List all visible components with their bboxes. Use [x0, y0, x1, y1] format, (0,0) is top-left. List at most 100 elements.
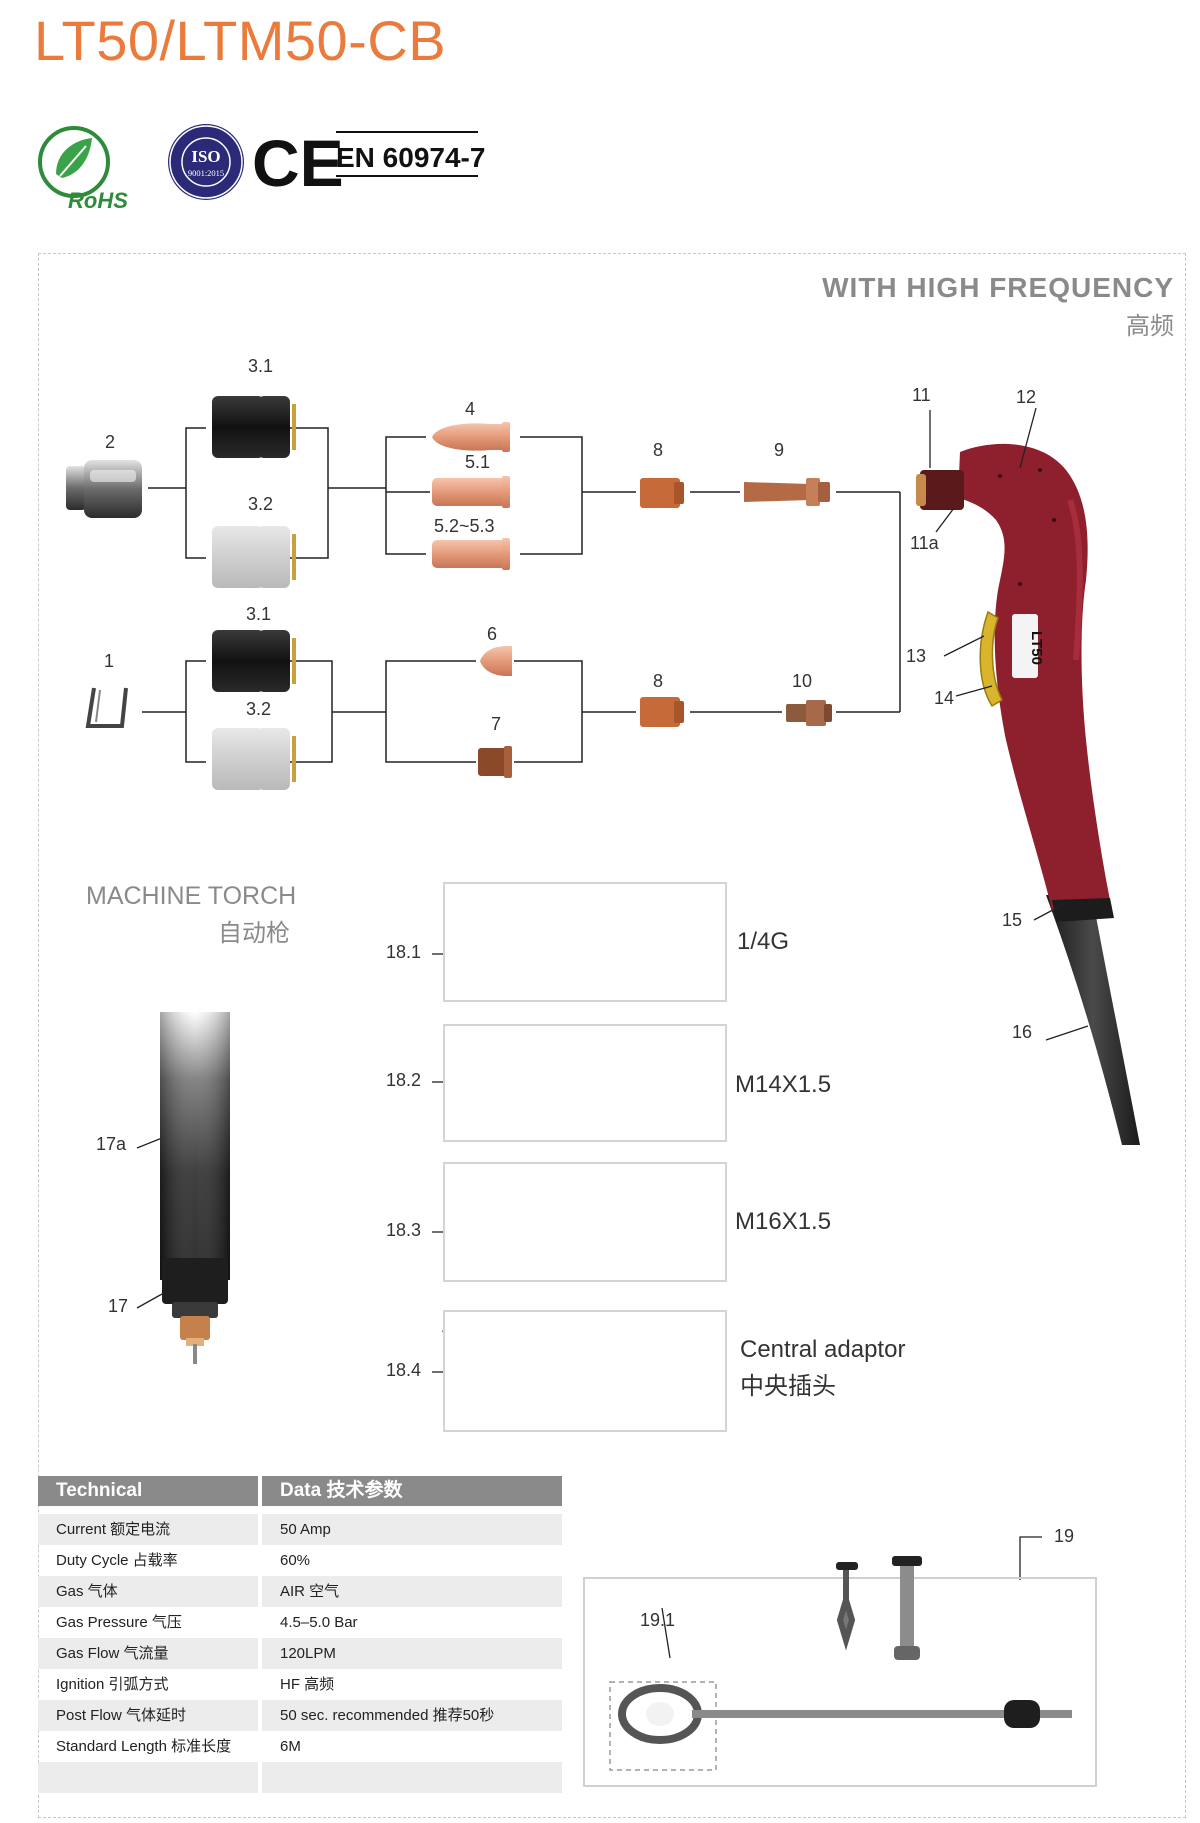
spec-value: 4.5–5.0 Bar	[280, 1614, 358, 1631]
spec-value: 50 sec. recommended 推荐50秒	[262, 1700, 562, 1731]
technical-header-right: Data 技术参数	[262, 1476, 562, 1506]
ce-mark: CE	[252, 126, 344, 200]
rohs-logo: RoHS	[38, 126, 128, 212]
part-5-1-tip	[432, 476, 510, 508]
label-part-8-lower: 8	[653, 671, 664, 691]
table-row	[38, 1762, 562, 1793]
connector-18-4-label-cn: 中央插头	[740, 1373, 836, 1400]
technical-table-header: Technical Data 技术参数	[38, 1476, 562, 1506]
part-4-tip	[432, 422, 510, 452]
table-row: Ignition 引弧方式 HF 高频	[38, 1669, 562, 1700]
machine-torch	[160, 1012, 230, 1364]
connector-18-1-code: 18.1	[386, 942, 422, 962]
label-part-3-2-upper: 3.2	[248, 494, 274, 514]
label-part-12: 12	[1016, 387, 1037, 407]
machine-torch-heading-cn: 自动枪	[218, 920, 290, 947]
part-3-2-ceramic-cup-upper	[212, 526, 296, 588]
part-3-1-retaining-cup-upper	[212, 396, 296, 458]
part-10-electrode	[786, 700, 832, 726]
label-part-3-2-lower: 3.2	[246, 699, 272, 719]
en-standard-text: EN 60974-7	[336, 142, 485, 173]
label-part-19: 19	[1054, 1526, 1075, 1546]
ce-text: CE	[252, 126, 344, 200]
label-part-16: 16	[1012, 1022, 1033, 1042]
technical-header-left: Technical	[38, 1476, 258, 1506]
table-row: Gas Pressure 气压 4.5–5.0 Bar	[38, 1607, 562, 1638]
connector-18-2-code: 18.2	[386, 1070, 422, 1090]
lower-bracket-lines	[142, 660, 900, 763]
rohs-text: RoHS	[68, 188, 128, 212]
part-8-swirl-ring-lower	[640, 697, 684, 727]
label-part-17: 17	[108, 1296, 129, 1316]
connector-18-4-code: 18.4	[386, 1360, 422, 1380]
hand-torch-lt50: LT50	[916, 443, 1140, 1145]
product-panel	[38, 253, 1186, 1818]
part-1-spacer-clip	[85, 687, 128, 728]
part-3-2-ceramic-cup-lower	[212, 728, 296, 790]
spec-name: Current 额定电流	[38, 1514, 258, 1545]
label-part-19-1: 19.1	[640, 1610, 676, 1630]
part-3-1-retaining-cup-lower	[212, 630, 296, 692]
label-part-6: 6	[487, 624, 498, 644]
table-row: Gas Flow 气流量 120LPM	[38, 1638, 562, 1669]
connector-18-2-box	[443, 1024, 727, 1142]
table-row: Standard Length 标准长度 6M	[38, 1731, 562, 1762]
connector-18-3-box	[443, 1162, 727, 1282]
connector-18-2-label: M14X1.5	[735, 1071, 832, 1098]
label-part-8-upper: 8	[653, 440, 664, 460]
technical-data-table: Technical Data 技术参数 Current 额定电流 50 Amp …	[38, 1476, 562, 1793]
part-19-circle-cutting-guide	[583, 1556, 1097, 1787]
spec-value: 60%	[280, 1552, 311, 1569]
label-part-3-1-upper: 3.1	[248, 356, 274, 376]
torch-brand-label: LT50	[1028, 631, 1045, 665]
spec-value	[262, 1762, 562, 1793]
spec-value: 50 Amp	[262, 1514, 562, 1545]
connector-18-3-label: M16X1.5	[735, 1208, 832, 1235]
part-2-shield-cap	[66, 460, 142, 518]
label-part-1: 1	[104, 651, 115, 671]
label-part-9: 9	[774, 440, 785, 460]
en-standard: EN 60974-7	[336, 131, 485, 177]
spec-name: Post Flow 气体延时	[38, 1700, 258, 1731]
spec-value: 6M	[280, 1738, 301, 1755]
label-part-10: 10	[792, 671, 813, 691]
part-8-swirl-ring-upper	[640, 478, 684, 508]
spec-name: Ignition 引弧方式	[56, 1676, 169, 1693]
table-row: Post Flow 气体延时 50 sec. recommended 推荐50秒	[38, 1700, 562, 1731]
spec-name: Gas 气体	[38, 1576, 258, 1607]
part-7-nozzle	[478, 746, 512, 778]
part-5-2-5-3-tip	[432, 538, 510, 570]
table-row: Gas 气体 AIR 空气	[38, 1576, 562, 1607]
spec-name: Gas Pressure 气压	[56, 1614, 182, 1631]
table-row: Duty Cycle 占载率 60%	[38, 1545, 562, 1576]
high-frequency-heading: WITH HIGH FREQUENCY	[822, 272, 1174, 303]
spec-value: AIR 空气	[262, 1576, 562, 1607]
label-part-14: 14	[934, 688, 955, 708]
part-9-electrode	[744, 478, 830, 506]
spec-value: 120LPM	[262, 1638, 562, 1669]
label-part-3-1-lower: 3.1	[246, 604, 272, 624]
connector-18-4-box	[443, 1310, 727, 1432]
table-row: Current 额定电流 50 Amp	[38, 1514, 562, 1545]
part-6-tip	[480, 646, 512, 676]
label-part-7: 7	[491, 714, 502, 734]
label-part-11a: 11a	[910, 533, 939, 553]
connector-18-4-label: Central adaptor	[740, 1336, 906, 1363]
label-part-15: 15	[1002, 910, 1023, 930]
spec-value: HF 高频	[280, 1676, 335, 1693]
certification-logos: RoHS ISO 9001:2015 CE EN 60974-7	[34, 122, 494, 212]
label-part-17a: 17a	[96, 1134, 127, 1154]
spec-name: Duty Cycle 占载率	[56, 1552, 178, 1569]
spec-name	[38, 1762, 258, 1793]
iso-standard: 9001:2015	[188, 168, 224, 178]
label-part-2: 2	[105, 432, 116, 452]
connector-18-1-box	[443, 882, 727, 1002]
label-part-5-1: 5.1	[465, 452, 491, 472]
spec-name: Gas Flow 气流量	[38, 1638, 258, 1669]
iso-logo: ISO 9001:2015	[168, 124, 244, 200]
connector-18-1-label: 1/4G	[737, 928, 790, 955]
iso-text: ISO	[191, 147, 220, 166]
high-frequency-heading-cn: 高频	[1126, 313, 1174, 340]
upper-bracket-lines	[148, 427, 901, 712]
label-part-11: 11	[912, 385, 931, 405]
